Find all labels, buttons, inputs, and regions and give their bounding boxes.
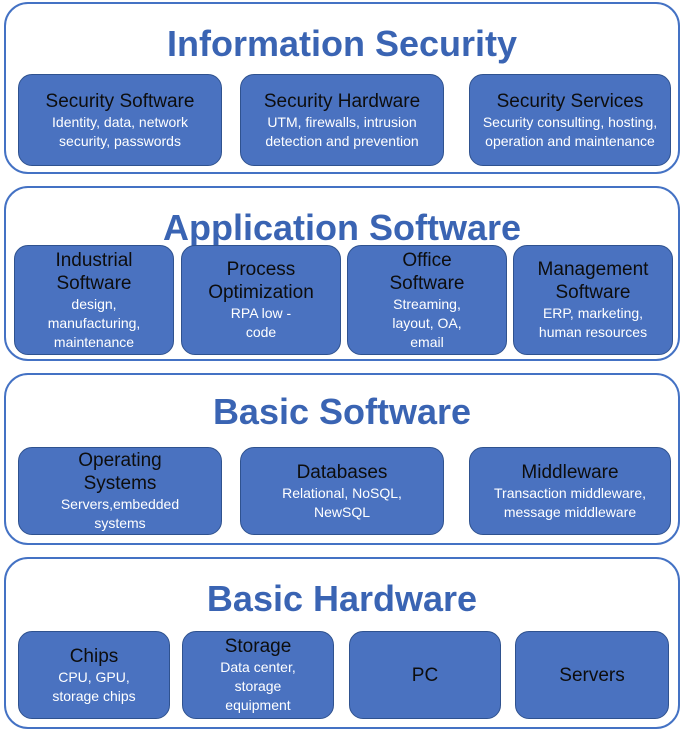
layer-title: Application Software (162, 207, 522, 248)
layer-title: Basic Software (212, 391, 472, 432)
box-title: Operating Systems (78, 450, 162, 494)
box-middleware: Middleware Transaction middleware, messa… (469, 447, 671, 535)
layer-information-security: Information Security Security Software I… (4, 2, 680, 174)
box-desc-servers: Servers (559, 664, 625, 686)
box-title: Security Software (45, 90, 195, 112)
box-desc: Servers,embedded systems (60, 496, 180, 531)
box-title: Office Software (389, 249, 465, 294)
box-desc-pc: PC (411, 664, 439, 686)
box-office-software: Office Software Streaming, layout, OA, e… (347, 245, 507, 355)
box-desc: Identity, data, network security, passwo… (52, 113, 188, 149)
layer-basic-software: Basic Software Operating Systems Servers… (4, 373, 680, 545)
box-title: Security Hardware (263, 90, 421, 112)
box-desc: Security consulting, hosting, operation … (482, 113, 658, 149)
box-desc: RPA low - code (230, 305, 292, 340)
box-databases: Databases Relational, NoSQL, NewSQL (240, 447, 444, 535)
box-desc: Relational, NoSQL, NewSQL (282, 484, 402, 520)
layer-title: Basic Hardware (206, 578, 478, 619)
box-desc: Data center, storage equipment (220, 659, 296, 713)
box-operating-systems: Operating Systems Servers,embedded syste… (18, 447, 222, 535)
box-title: Process Optimization (208, 259, 314, 303)
box-process-optimization: Process Optimization RPA low - code (181, 245, 341, 355)
layer-application-software: Application Software Industrial Software… (4, 186, 680, 361)
box-title: Chips (69, 645, 119, 667)
box-desc: ERP, marketing, human resources (538, 305, 648, 340)
box-title: Databases (296, 461, 388, 483)
box-title: Security Services (496, 90, 644, 112)
box-pc: PC (349, 631, 501, 719)
layer-title: Information Security (166, 23, 518, 64)
box-desc: CPU, GPU, storage chips (52, 668, 136, 704)
box-title: Management Software (537, 259, 649, 303)
box-title: Middleware (521, 461, 619, 483)
box-title: Industrial Software (55, 249, 133, 294)
box-security-services: Security Services Security consulting, h… (469, 74, 671, 166)
box-title: Storage (224, 636, 292, 657)
box-desc: Streaming, layout, OA, email (392, 295, 462, 350)
box-security-hardware: Security Hardware UTM, firewalls, intrus… (240, 74, 444, 166)
box-industrial-software: Industrial Software design, manufacturin… (14, 245, 174, 355)
box-desc: Transaction middleware, message middlewa… (494, 484, 646, 520)
box-chips: Chips CPU, GPU, storage chips (18, 631, 170, 719)
box-servers: Servers (515, 631, 669, 719)
box-security-software: Security Software Identity, data, networ… (18, 74, 222, 166)
box-management-software: Management Software ERP, marketing, huma… (513, 245, 673, 355)
box-storage: Storage Data center, storage equipment (182, 631, 334, 719)
box-desc: UTM, firewalls, intrusion detection and … (265, 113, 419, 149)
box-desc: design, manufacturing, maintenance (47, 295, 141, 350)
layer-basic-hardware: Basic Hardware Chips CPU, GPU, storage c… (4, 557, 680, 729)
